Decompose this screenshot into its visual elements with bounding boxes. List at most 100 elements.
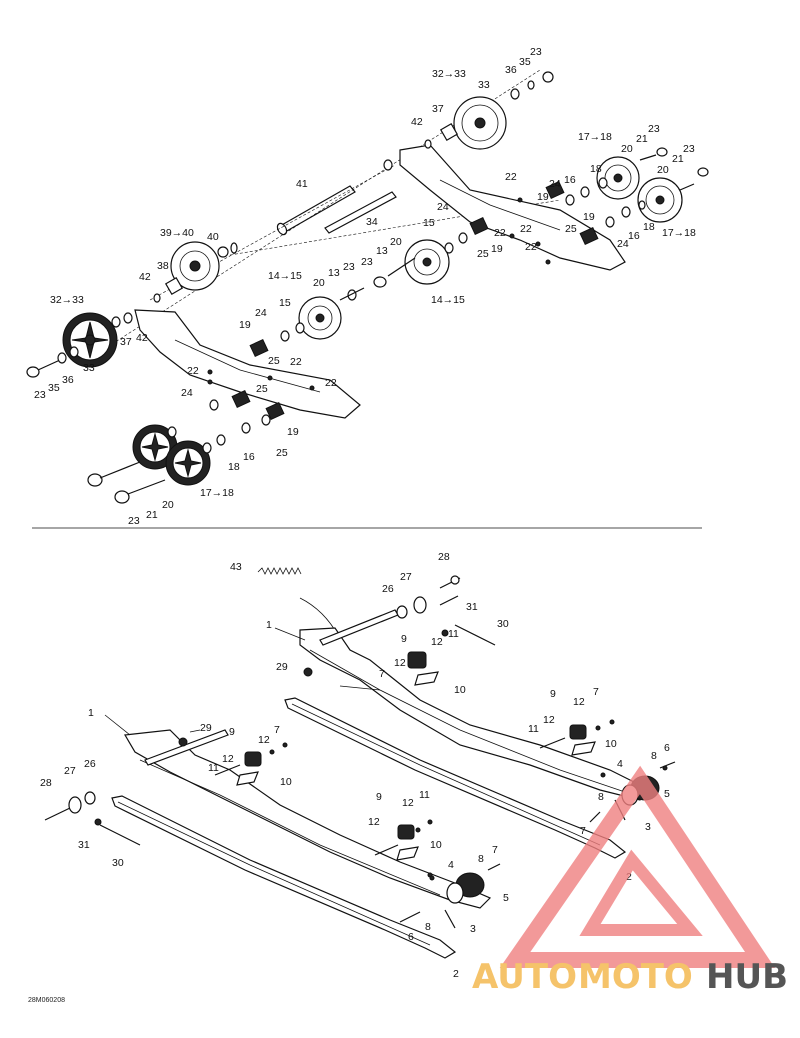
callout: 27: [400, 571, 412, 583]
rail-frame-near: [124, 729, 492, 909]
callout: 27: [64, 765, 76, 777]
callout: 23: [683, 143, 695, 155]
callout: 24: [617, 238, 629, 250]
watermark-auto: AUTO: [472, 957, 577, 997]
callout: 24: [549, 178, 561, 190]
callout: 25: [565, 223, 577, 235]
upper-assembly: 23 32→33 33 36 35 37 42 17→18 23 21 20 2…: [26, 46, 709, 527]
callout: 15: [279, 297, 291, 309]
small-parts-upper: [26, 71, 709, 504]
callout: 9: [550, 688, 556, 700]
callout: 20: [657, 164, 669, 176]
callout: 7: [492, 844, 498, 856]
callout: 26: [84, 758, 96, 770]
callout: 19: [239, 319, 251, 331]
callout: 9: [401, 633, 407, 645]
callout: 20: [621, 143, 633, 155]
triangle-logo-icon: [499, 765, 775, 968]
wheel-17-18-top: [596, 156, 640, 200]
callout: 24: [437, 201, 449, 213]
callout: 25: [477, 248, 489, 260]
callout: 12: [368, 816, 380, 828]
callout: 39→40: [160, 227, 194, 239]
callout: 17→18: [578, 131, 612, 143]
callout: 33: [83, 362, 95, 374]
callout: 1: [266, 619, 272, 631]
upper-arm-right: [399, 144, 626, 271]
callout: 26: [382, 583, 394, 595]
callout: 18: [643, 221, 655, 233]
callout: 41: [296, 178, 308, 190]
callout: 37: [120, 336, 132, 348]
callout: 42: [139, 271, 151, 283]
callout: 9: [376, 791, 382, 803]
callout: 19: [583, 211, 595, 223]
callout: 8: [425, 921, 431, 933]
callout: 17→18: [662, 227, 696, 239]
callout: 29: [276, 661, 288, 673]
callout: 12: [402, 797, 414, 809]
callout: 31: [466, 601, 478, 613]
diagram-code: 28M060208: [28, 997, 65, 1004]
callout: 22: [494, 227, 506, 239]
callout: 7: [580, 825, 586, 837]
callout: 23: [128, 515, 140, 527]
callout: 10: [454, 684, 466, 696]
callout: 21: [672, 153, 684, 165]
callout: 22: [325, 377, 337, 389]
lower-callouts: 28 4 3 27 26 31 30 1 9 12 11 29 12 7 10 9…: [40, 551, 670, 980]
callout: 28: [40, 777, 52, 789]
callout: 5: [503, 892, 509, 904]
callout: 33: [478, 79, 490, 91]
callout: 13: [328, 267, 340, 279]
callout: 3: [645, 821, 651, 833]
callout: 7: [593, 686, 599, 698]
automotohub-watermark: AUTO MOTO HUB: [472, 765, 788, 997]
callout: 4: [617, 758, 623, 770]
callout: 6: [408, 931, 414, 943]
callout: 16: [628, 230, 640, 242]
callout: 10: [430, 839, 442, 851]
wheel-32-33-top: [453, 96, 507, 150]
callout: 32→33: [432, 68, 466, 80]
callout: 6: [664, 742, 670, 754]
slide-runner-near: [111, 795, 457, 959]
callout: 30: [112, 857, 124, 869]
callout: 19: [537, 191, 549, 203]
callout: 18: [590, 163, 602, 175]
callout: 19: [287, 426, 299, 438]
callout: 25: [276, 447, 288, 459]
callout: 34: [366, 216, 378, 228]
lower-assembly: [44, 567, 676, 959]
callout: 36: [62, 374, 74, 386]
callout: 21: [636, 133, 648, 145]
callout: 1: [88, 707, 94, 719]
callout: 20: [390, 236, 402, 248]
callout: 12: [394, 657, 406, 669]
callout: 11: [419, 789, 430, 801]
callout: 40: [207, 231, 219, 243]
callout: 24: [181, 387, 193, 399]
callout: 14→15: [431, 294, 465, 306]
callout: 29: [200, 722, 212, 734]
callout: 20: [162, 499, 174, 511]
callout: 8: [651, 750, 657, 762]
callout: 12: [543, 714, 555, 726]
callout: 22: [505, 171, 517, 183]
callout: 35: [48, 382, 60, 394]
wheel-32-33-left: [62, 312, 118, 368]
callout: 24: [255, 307, 267, 319]
callout: 14→15: [268, 270, 302, 282]
callout: 20: [313, 277, 325, 289]
callout: 12: [222, 753, 234, 765]
callout: 23: [361, 256, 373, 268]
wheel-14-15-left: [298, 296, 342, 340]
callout: 36: [505, 64, 517, 76]
callout: 22: [525, 241, 537, 253]
upper-arm-left: [134, 309, 361, 419]
callout: 19: [491, 243, 503, 255]
callout: 23: [343, 261, 355, 273]
callout: 17→18: [200, 487, 234, 499]
